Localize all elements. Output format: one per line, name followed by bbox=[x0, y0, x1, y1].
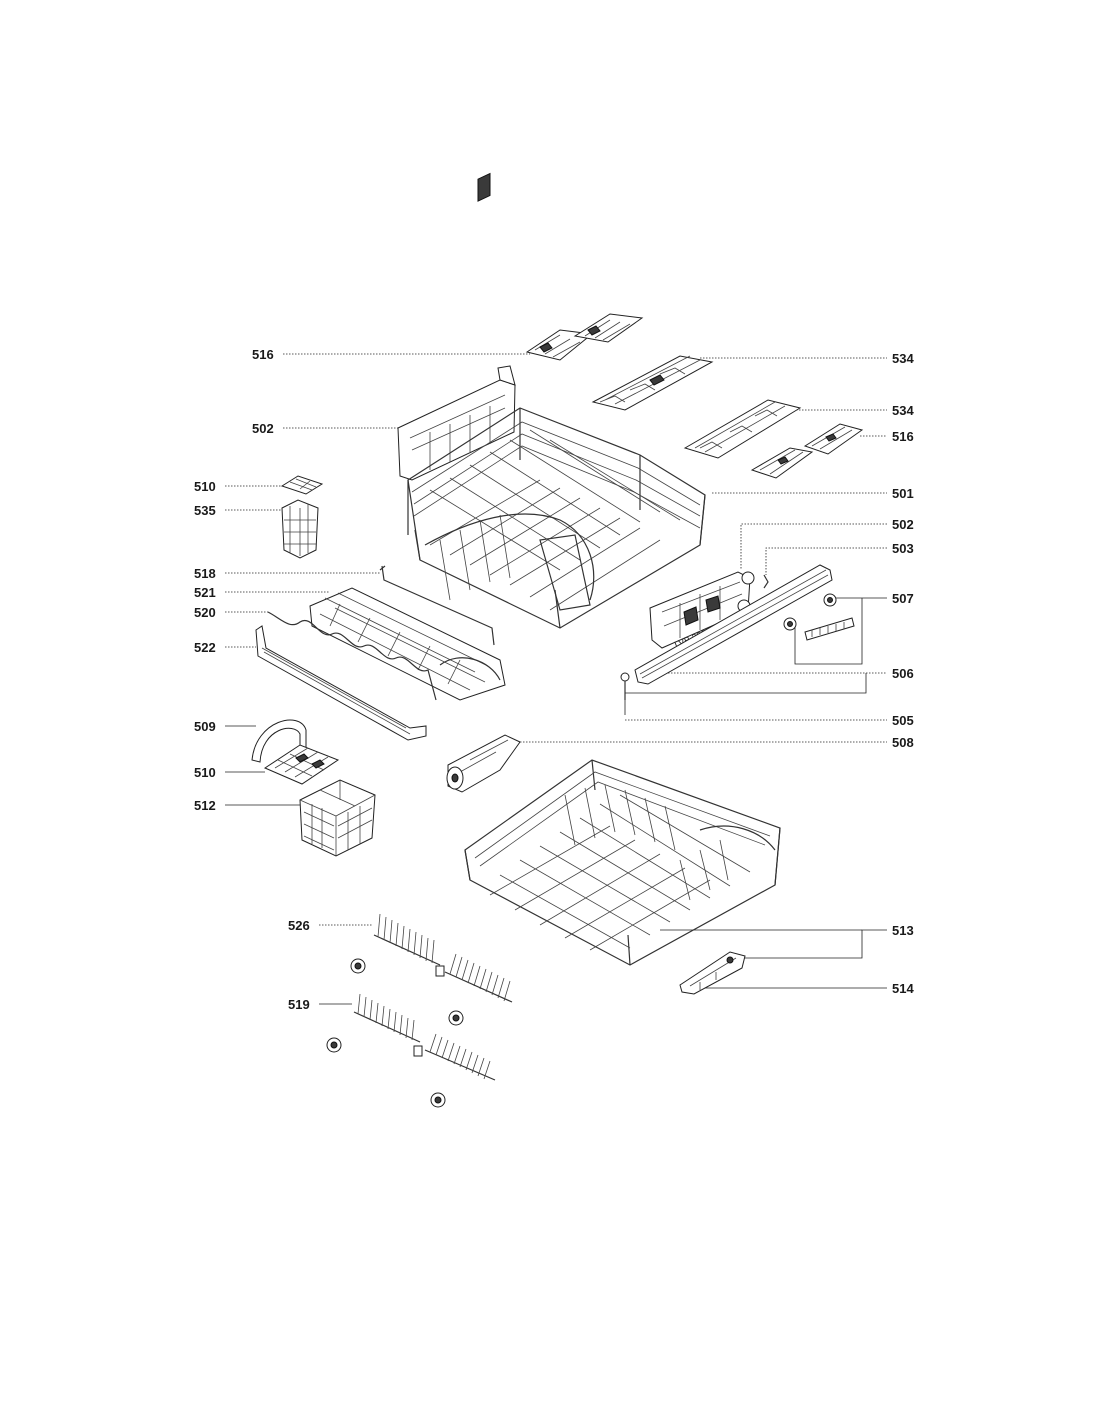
part-513-lower-basket bbox=[464, 759, 781, 966]
part-507-wheels bbox=[783, 593, 855, 641]
part-534-rail-upper bbox=[591, 355, 714, 411]
label-522: 522 bbox=[194, 640, 216, 655]
label-509: 509 bbox=[194, 719, 216, 734]
label-526: 526 bbox=[288, 918, 310, 933]
part-516-clips-right bbox=[750, 423, 864, 479]
label-501: 501 bbox=[892, 486, 914, 501]
label-502-right: 502 bbox=[892, 517, 914, 532]
part-501-upper-basket bbox=[407, 407, 706, 629]
part-526-tine-rows bbox=[350, 913, 513, 1026]
part-514-wheel-carrier bbox=[679, 951, 746, 995]
label-514: 514 bbox=[892, 981, 914, 996]
label-512: 512 bbox=[194, 798, 216, 813]
label-510-bottom: 510 bbox=[194, 765, 216, 780]
label-516-right: 516 bbox=[892, 429, 914, 444]
label-508: 508 bbox=[892, 735, 914, 750]
label-534-mid: 534 bbox=[892, 403, 914, 418]
part-503-pin bbox=[763, 574, 769, 589]
label-507: 507 bbox=[892, 591, 914, 606]
part-535-cutlery-cup bbox=[281, 499, 319, 559]
part-510-basket-lid-top bbox=[280, 475, 324, 495]
label-518: 518 bbox=[194, 566, 216, 581]
part-519-tine-rows bbox=[326, 993, 496, 1108]
part-508-spray-arm-connector bbox=[446, 734, 521, 793]
label-506: 506 bbox=[892, 666, 914, 681]
part-522-handle-rail bbox=[255, 625, 427, 741]
label-516-top: 516 bbox=[252, 347, 274, 362]
label-534-top: 534 bbox=[892, 351, 914, 366]
label-502-left: 502 bbox=[252, 421, 274, 436]
label-535: 535 bbox=[194, 503, 216, 518]
label-521: 521 bbox=[194, 585, 216, 600]
part-510-basket-lid-bottom bbox=[263, 744, 340, 785]
part-520-wavy-wire bbox=[267, 611, 437, 701]
label-520: 520 bbox=[194, 605, 216, 620]
part-516-clips-top bbox=[525, 313, 644, 361]
part-506-slide-rail bbox=[634, 564, 833, 685]
label-513: 513 bbox=[892, 923, 914, 938]
label-505: 505 bbox=[892, 713, 914, 728]
part-505-screw bbox=[620, 672, 630, 700]
label-519: 519 bbox=[288, 997, 310, 1012]
part-534-rail-lower bbox=[683, 399, 802, 459]
label-510-top: 510 bbox=[194, 479, 216, 494]
part-518-wire-rod bbox=[379, 565, 495, 646]
part-521-cup-rack bbox=[309, 587, 506, 701]
part-502-bracket-left bbox=[397, 172, 516, 481]
part-512-cutlery-basket bbox=[299, 779, 376, 857]
label-503: 503 bbox=[892, 541, 914, 556]
